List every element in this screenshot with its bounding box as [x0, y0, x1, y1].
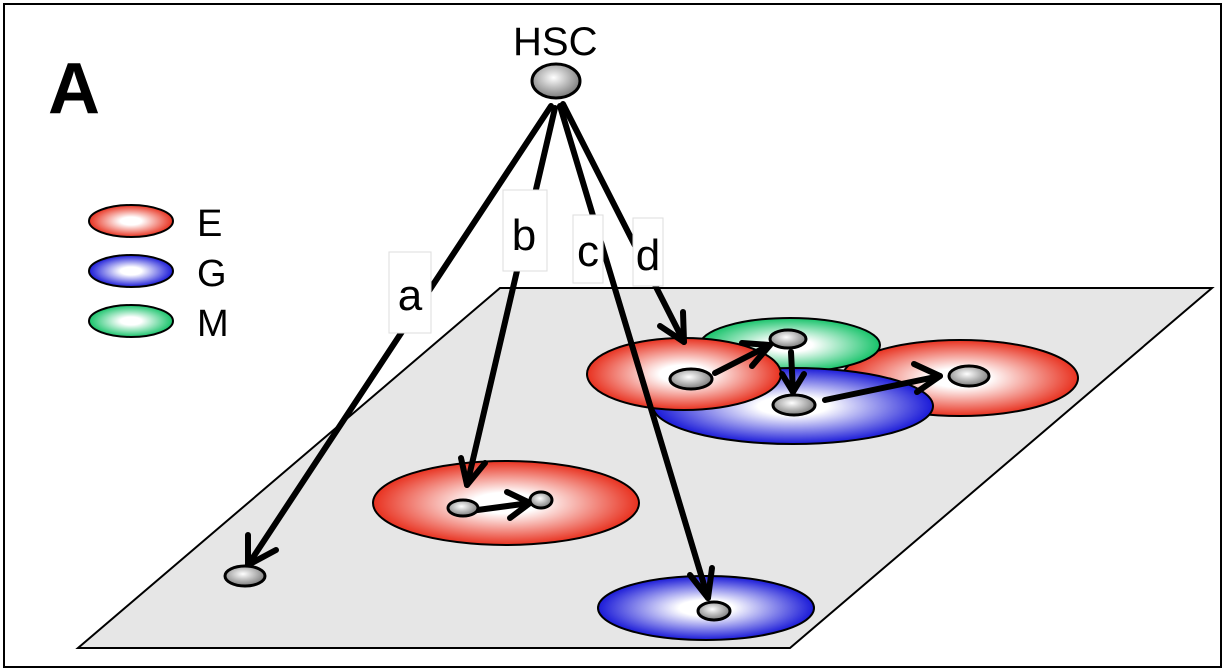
- path-label-b-group: b: [502, 189, 548, 272]
- arrow-d-m-to-g-head: [779, 371, 807, 395]
- legend-label-e: E: [197, 203, 222, 245]
- cell-d-1: [668, 367, 714, 391]
- cell-c: [696, 600, 732, 622]
- arrow-b: [464, 105, 558, 488]
- path-label-a: a: [398, 271, 423, 320]
- path-label-a-group: a: [388, 251, 432, 334]
- cells: [223, 62, 991, 622]
- colony-e-bottom: [372, 460, 640, 546]
- arrow-d-e-to-m: [712, 342, 773, 376]
- legend: E G M: [88, 203, 229, 345]
- path-label-c: c: [577, 227, 599, 276]
- path-label-d-group: d: [632, 217, 664, 287]
- path-label-d: d: [636, 231, 660, 280]
- legend-label-m: M: [197, 303, 229, 345]
- cell-a: [223, 564, 267, 588]
- arrow-b-inner: [467, 500, 533, 514]
- hsc-label: HSC: [513, 20, 597, 64]
- cell-b-1: [446, 498, 480, 518]
- arrow-c-head: [687, 565, 715, 601]
- arrow-c: [557, 103, 711, 601]
- arrow-d-m-to-g: [788, 349, 796, 395]
- path-label-d-box: [632, 217, 664, 287]
- arrow-d-g-to-e: [822, 373, 943, 403]
- path-label-b-box: [502, 189, 548, 272]
- path-label-c-group: c: [572, 214, 604, 284]
- arrow-a: [245, 103, 554, 568]
- panel-label: A: [48, 49, 100, 129]
- cell-d-2: [768, 328, 808, 350]
- arrow-d-e-to-m-head: [739, 340, 773, 369]
- arrows: [245, 101, 943, 601]
- figure-border: [3, 3, 1222, 668]
- cell-d-3: [771, 393, 817, 417]
- legend-label-g: G: [197, 253, 227, 295]
- arrow-d: [560, 101, 687, 345]
- arrow-d-head: [657, 309, 687, 345]
- path-label-c-box: [572, 214, 604, 284]
- hsc-cell: [530, 62, 582, 100]
- legend-swatch-g: [88, 254, 174, 288]
- path-label-a-box: [388, 251, 432, 334]
- arrow-b-head: [458, 455, 488, 488]
- arrow-d-g-to-e-head: [911, 361, 943, 395]
- legend-swatch-e: [88, 204, 174, 238]
- path-label-b: b: [512, 211, 536, 260]
- cell-b-2: [528, 490, 554, 510]
- cell-d-4: [947, 364, 991, 388]
- legend-swatch-m: [88, 304, 174, 338]
